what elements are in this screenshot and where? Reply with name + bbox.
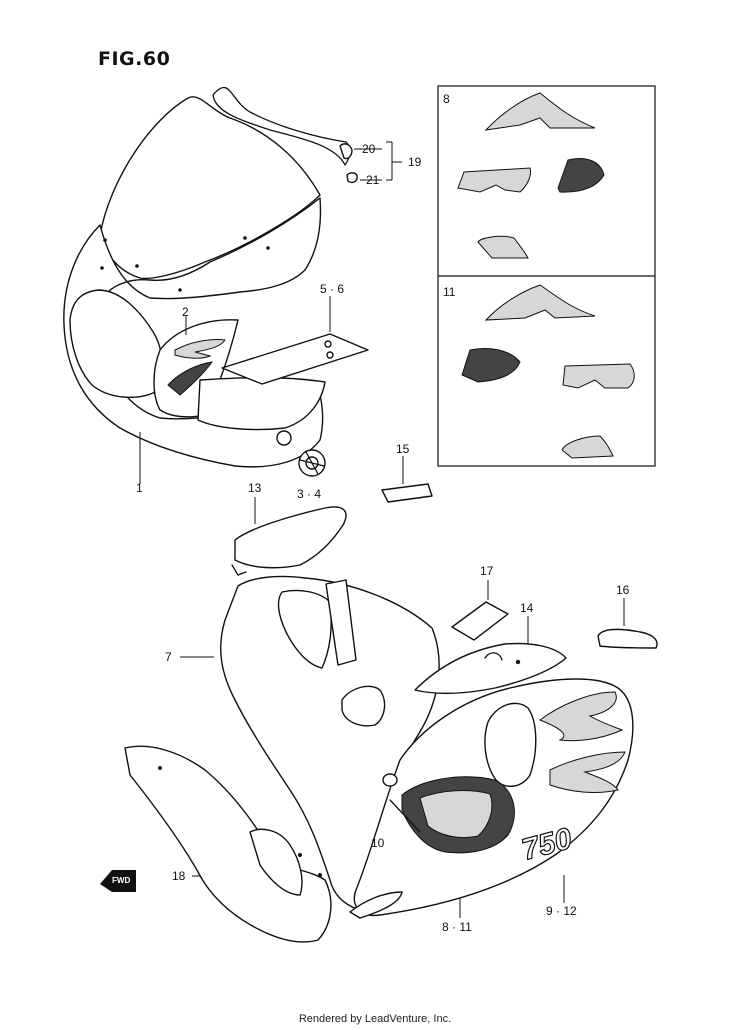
panel-14-hole xyxy=(515,659,521,665)
decal-11-small xyxy=(561,435,614,459)
under-cowl-hole xyxy=(158,766,162,770)
panel-14 xyxy=(414,642,567,695)
grommet-ring xyxy=(382,773,398,787)
decal-2-stripe xyxy=(167,361,214,396)
callout-9-12: 9 · 12 xyxy=(546,904,577,918)
callout-17: 17 xyxy=(480,564,494,578)
decal-8-logo xyxy=(557,158,605,193)
mount-dot xyxy=(178,288,182,292)
inner-panel-13 xyxy=(234,506,347,569)
callout-21: 21 xyxy=(366,173,380,187)
clip-21 xyxy=(346,172,358,184)
side-fairing-opening xyxy=(484,702,537,787)
callout-8-11: 8 · 11 xyxy=(442,920,472,934)
trim-fastener-20 xyxy=(339,143,353,160)
fairing-lower-strip xyxy=(349,891,403,919)
side-cowling-duct xyxy=(325,579,357,666)
under-cowl-hole xyxy=(318,873,322,877)
pad-17 xyxy=(451,601,509,641)
callout-10: 10 xyxy=(371,836,385,850)
bracket-hole xyxy=(326,351,334,359)
callout-2: 2 xyxy=(182,305,189,319)
mount-dot xyxy=(100,266,104,270)
callout-19: 19 xyxy=(408,155,422,169)
callout-3-4: 3 · 4 xyxy=(297,487,322,501)
fwd-label: FWD xyxy=(112,876,131,885)
callout-16: 16 xyxy=(616,583,630,597)
fairing-decal-inner xyxy=(419,790,493,839)
decal-set-8 xyxy=(457,92,605,259)
callout-18: 18 xyxy=(172,869,186,883)
lower-cowling-assembly xyxy=(220,575,634,919)
fairing-stripe-upper xyxy=(538,691,624,742)
bracket-link xyxy=(389,799,421,833)
trim-16 xyxy=(597,628,658,649)
bracket-15 xyxy=(381,483,433,503)
decal-8-small xyxy=(477,235,529,259)
panel-13-tab xyxy=(231,564,247,576)
callout-13: 13 xyxy=(248,481,262,495)
mount-dot xyxy=(103,238,107,242)
decal-set-11 xyxy=(461,284,635,459)
callout-11-box: 11 xyxy=(443,285,456,299)
footer-credit: Rendered by LeadVenture, Inc. xyxy=(298,1013,452,1025)
decal-11-upper xyxy=(484,284,596,321)
decal-inset-box xyxy=(437,85,656,467)
bracket-hole xyxy=(324,340,332,348)
under-cowling-18 xyxy=(124,745,332,943)
mirror-mount-hole xyxy=(276,430,292,446)
callout-7: 7 xyxy=(165,650,172,664)
figure-title: FIG.60 xyxy=(98,48,171,70)
decal-8-left xyxy=(457,167,531,193)
fairing-stripe-mid xyxy=(549,751,626,793)
callout-8-box: 8 xyxy=(443,92,450,106)
upper-cowling-assembly xyxy=(63,87,351,468)
mount-dot xyxy=(135,264,139,268)
panel-14-boss xyxy=(484,652,503,661)
callout-20: 20 xyxy=(362,142,376,156)
mount-dot xyxy=(243,236,247,240)
under-cowl-hole xyxy=(298,853,302,857)
side-cowling-opening xyxy=(341,685,386,727)
decal-11-right xyxy=(562,363,635,389)
fwd-arrow-icon xyxy=(100,870,136,892)
decal-2 xyxy=(174,339,226,359)
under-cowling-18-inner xyxy=(249,828,303,896)
callout-5-6: 5 · 6 xyxy=(320,282,345,296)
callout-1: 1 xyxy=(136,481,143,495)
mount-dot xyxy=(266,246,270,250)
callout-15: 15 xyxy=(396,442,410,456)
side-cowling-vent xyxy=(277,589,332,669)
bracket-19 xyxy=(391,142,402,180)
grommet-3-4 xyxy=(298,449,326,477)
decal-11-logo xyxy=(461,348,521,383)
windscreen xyxy=(99,96,321,280)
callout-14: 14 xyxy=(520,601,534,615)
decal-8-upper xyxy=(484,92,596,131)
bracket-plate-5-6 xyxy=(221,333,369,385)
